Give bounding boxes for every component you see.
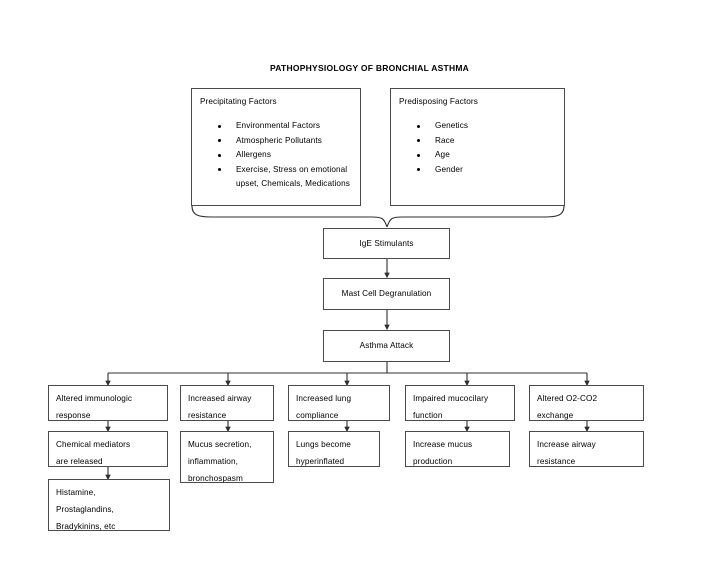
- list-item-label: Atmospheric Pollutants: [236, 135, 322, 145]
- panel-precipitating-factors-heading: Precipitating Factors: [200, 97, 277, 106]
- panel-precipitating-factors: Precipitating Factors Environmental Fact…: [191, 88, 361, 206]
- node-increase-mucus-production: Increase mucus production: [405, 431, 510, 467]
- list-item: Allergens: [214, 148, 362, 163]
- node-increased-airway-resistance-label: Increased airway resistance: [188, 394, 252, 420]
- list-item-label: Exercise, Stress on emotional upset, Che…: [236, 164, 350, 189]
- node-asthma-attack: Asthma Attack: [323, 330, 450, 362]
- node-impaired-mucociliary-function: Impaired mucocilary function: [405, 385, 515, 421]
- list-item-label: Race: [435, 135, 455, 145]
- bullet-dot: [417, 153, 421, 157]
- node-increase-mucus-production-label: Increase mucus production: [413, 440, 473, 466]
- bullet-dot: [218, 139, 222, 143]
- list-item-label: Allergens: [236, 150, 272, 160]
- bullet-dot: [417, 124, 421, 128]
- list-item: Atmospheric Pollutants: [214, 134, 362, 149]
- node-altered-immunologic-response-label: Altered immunologic response: [56, 394, 133, 420]
- panel-precipitating-factors-list: Environmental Factors Atmospheric Pollut…: [214, 119, 362, 192]
- brace-right: [386, 205, 565, 228]
- node-lungs-hyperinflated-label: Lungs become hyperinflated: [296, 440, 351, 466]
- node-mucus-secretion-inflammation: Mucus secretion, inflammation, bronchosp…: [180, 431, 274, 483]
- bullet-dot: [417, 139, 421, 143]
- list-item: Environmental Factors: [214, 119, 362, 134]
- node-increased-airway-resistance: Increased airway resistance: [180, 385, 274, 421]
- node-impaired-mucociliary-function-label: Impaired mucocilary function: [413, 394, 489, 420]
- node-lungs-hyperinflated: Lungs become hyperinflated: [288, 431, 380, 467]
- node-mast-cell-degranulation-label: Mast Cell Degranulation: [341, 289, 432, 298]
- bullet-dot: [218, 168, 222, 172]
- list-item-label: Age: [435, 150, 450, 160]
- list-item: Exercise, Stress on emotional upset, Che…: [214, 163, 362, 192]
- list-item-label: Genetics: [435, 121, 469, 130]
- node-asthma-attack-label: Asthma Attack: [359, 341, 414, 350]
- node-chemical-mediators-released-label: Chemical mediators are released: [56, 440, 131, 466]
- bullet-dot: [218, 124, 222, 128]
- node-mast-cell-degranulation: Mast Cell Degranulation: [323, 278, 450, 310]
- diagram-title: PATHOPHYSIOLOGY OF BRONCHIAL ASTHMA: [270, 63, 470, 73]
- node-altered-immunologic-response: Altered immunologic response: [48, 385, 168, 421]
- bullet-dot: [218, 153, 222, 157]
- node-chemical-mediators-released: Chemical mediators are released: [48, 431, 168, 467]
- node-ige-stimulants-label: IgE Stimulants: [359, 239, 414, 248]
- list-item: Genetics: [413, 119, 563, 134]
- node-increased-lung-compliance: Increased lung compliance: [288, 385, 390, 421]
- list-item-label: Environmental Factors: [236, 121, 321, 130]
- node-increased-lung-compliance-label: Increased lung compliance: [296, 394, 352, 420]
- list-item-label: Gender: [435, 164, 463, 174]
- node-histamine-prostaglandins-label: Histamine, Prostaglandins, Bradykinins, …: [56, 488, 116, 531]
- panel-predisposing-factors: Predisposing Factors Genetics Race Age G…: [390, 88, 565, 206]
- node-altered-gas-exchange: Altered O2-CO2 exchange: [529, 385, 644, 421]
- brace-left: [191, 205, 388, 228]
- bullet-dot: [417, 168, 421, 172]
- list-item: Age: [413, 148, 563, 163]
- list-item: Gender: [413, 163, 563, 178]
- node-histamine-prostaglandins: Histamine, Prostaglandins, Bradykinins, …: [48, 479, 170, 531]
- node-altered-gas-exchange-label: Altered O2-CO2 exchange: [537, 394, 598, 420]
- node-increase-airway-resistance-label: Increase airway resistance: [537, 440, 596, 466]
- node-mucus-secretion-inflammation-label: Mucus secretion, inflammation, bronchosp…: [188, 440, 252, 483]
- node-increase-airway-resistance: Increase airway resistance: [529, 431, 644, 467]
- node-ige-stimulants: IgE Stimulants: [323, 228, 450, 259]
- list-item: Race: [413, 134, 563, 149]
- panel-predisposing-factors-heading: Predisposing Factors: [399, 97, 478, 106]
- panel-predisposing-factors-list: Genetics Race Age Gender: [413, 119, 563, 177]
